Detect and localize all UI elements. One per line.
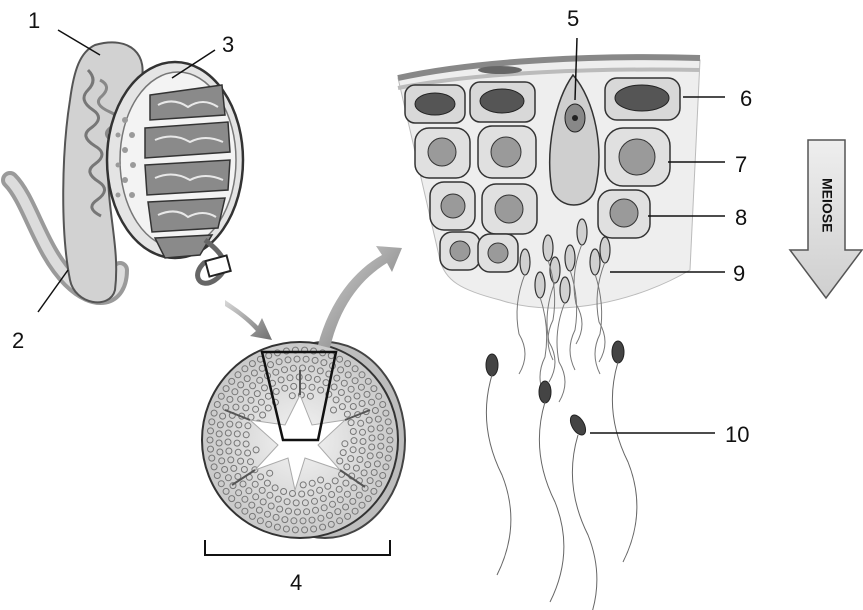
tubule-section-marker xyxy=(205,255,230,276)
spermatozoon-head xyxy=(567,412,588,437)
label-10: 10 xyxy=(725,422,749,447)
label-2: 2 xyxy=(12,328,24,353)
spermatozoon-head xyxy=(539,381,551,403)
spermatozoon-tail xyxy=(572,435,597,610)
meiose-label: MEIOSE xyxy=(819,178,835,232)
spermatozoon-tail xyxy=(486,375,511,575)
spermatozoon-head xyxy=(486,354,498,376)
spermatid xyxy=(590,249,600,275)
epithelium-detail xyxy=(398,57,700,610)
label-8: 8 xyxy=(735,205,747,230)
arrow-to-detail xyxy=(318,246,402,348)
spermatid xyxy=(560,277,570,303)
meiose-arrow: MEIOSE xyxy=(790,140,862,298)
spermatozoon-tail xyxy=(539,402,564,602)
label-4: 4 xyxy=(290,570,302,595)
spermatid xyxy=(550,257,560,283)
spermatid xyxy=(520,249,530,275)
spermatozoon-tail xyxy=(612,362,637,562)
arrow-to-cross-section xyxy=(225,300,272,340)
spermatozoon-head xyxy=(612,341,624,363)
sperm-tail xyxy=(557,302,565,402)
label-5: 5 xyxy=(567,6,579,31)
spermatid xyxy=(543,235,553,261)
spermatid xyxy=(535,272,545,298)
spermatid xyxy=(565,245,575,271)
label-1: 1 xyxy=(28,8,40,33)
label-7: 7 xyxy=(735,152,747,177)
spermatid xyxy=(600,237,610,263)
testis-epididymis-illustration xyxy=(10,42,243,302)
bracket-4 xyxy=(205,540,390,555)
spermatid xyxy=(577,219,587,245)
label-3: 3 xyxy=(222,32,234,57)
label-6: 6 xyxy=(740,86,752,111)
label-9: 9 xyxy=(733,261,745,286)
tubule-cross-section xyxy=(202,342,405,538)
